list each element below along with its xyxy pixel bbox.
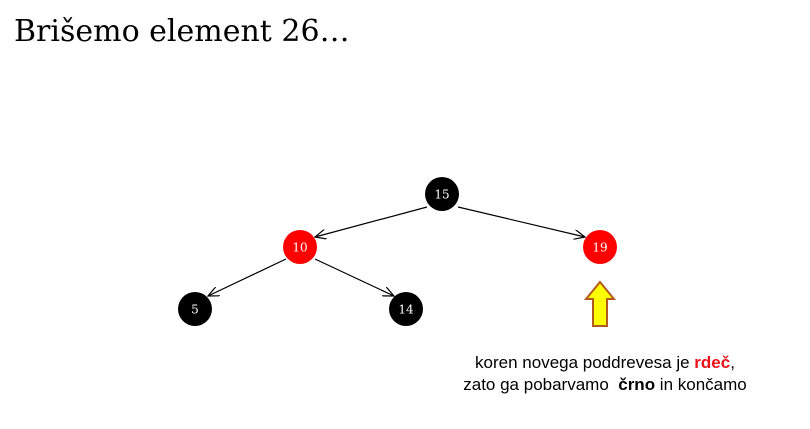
node-15: 15 — [425, 177, 459, 211]
node-19-label: 19 — [592, 241, 607, 255]
caption-line-2: zato ga pobarvamo črno in končamo — [440, 374, 770, 396]
node-10: 10 — [283, 230, 317, 264]
node-10-label: 10 — [292, 241, 307, 255]
node-14-label: 14 — [398, 303, 414, 317]
node-19: 19 — [583, 230, 617, 264]
slide-title: Brišemo element 26… — [14, 14, 350, 49]
edge-15-19 — [457, 206, 585, 237]
node-5-label: 5 — [191, 303, 199, 317]
node-14: 14 — [389, 292, 423, 326]
explanation-caption: koren novega poddrevesa je rdeč, zato ga… — [440, 352, 770, 396]
caption-line-2-prefix: zato ga pobarvamo — [463, 375, 619, 394]
caption-line-1-suffix: , — [730, 353, 735, 372]
node-5: 5 — [178, 292, 212, 326]
edge-15-10 — [315, 206, 428, 237]
edge-10-14 — [314, 258, 394, 296]
caption-red-word: rdeč — [694, 353, 731, 372]
up-arrow-icon — [583, 280, 617, 327]
node-15-label: 15 — [434, 188, 449, 202]
caption-line-1: koren novega poddrevesa je rdeč, — [440, 352, 770, 374]
caption-black-word: črno — [618, 375, 656, 394]
caption-line-2-suffix: in končamo — [655, 375, 747, 394]
caption-line-1-prefix: koren novega poddrevesa je — [475, 353, 695, 372]
edge-10-5 — [208, 258, 287, 296]
